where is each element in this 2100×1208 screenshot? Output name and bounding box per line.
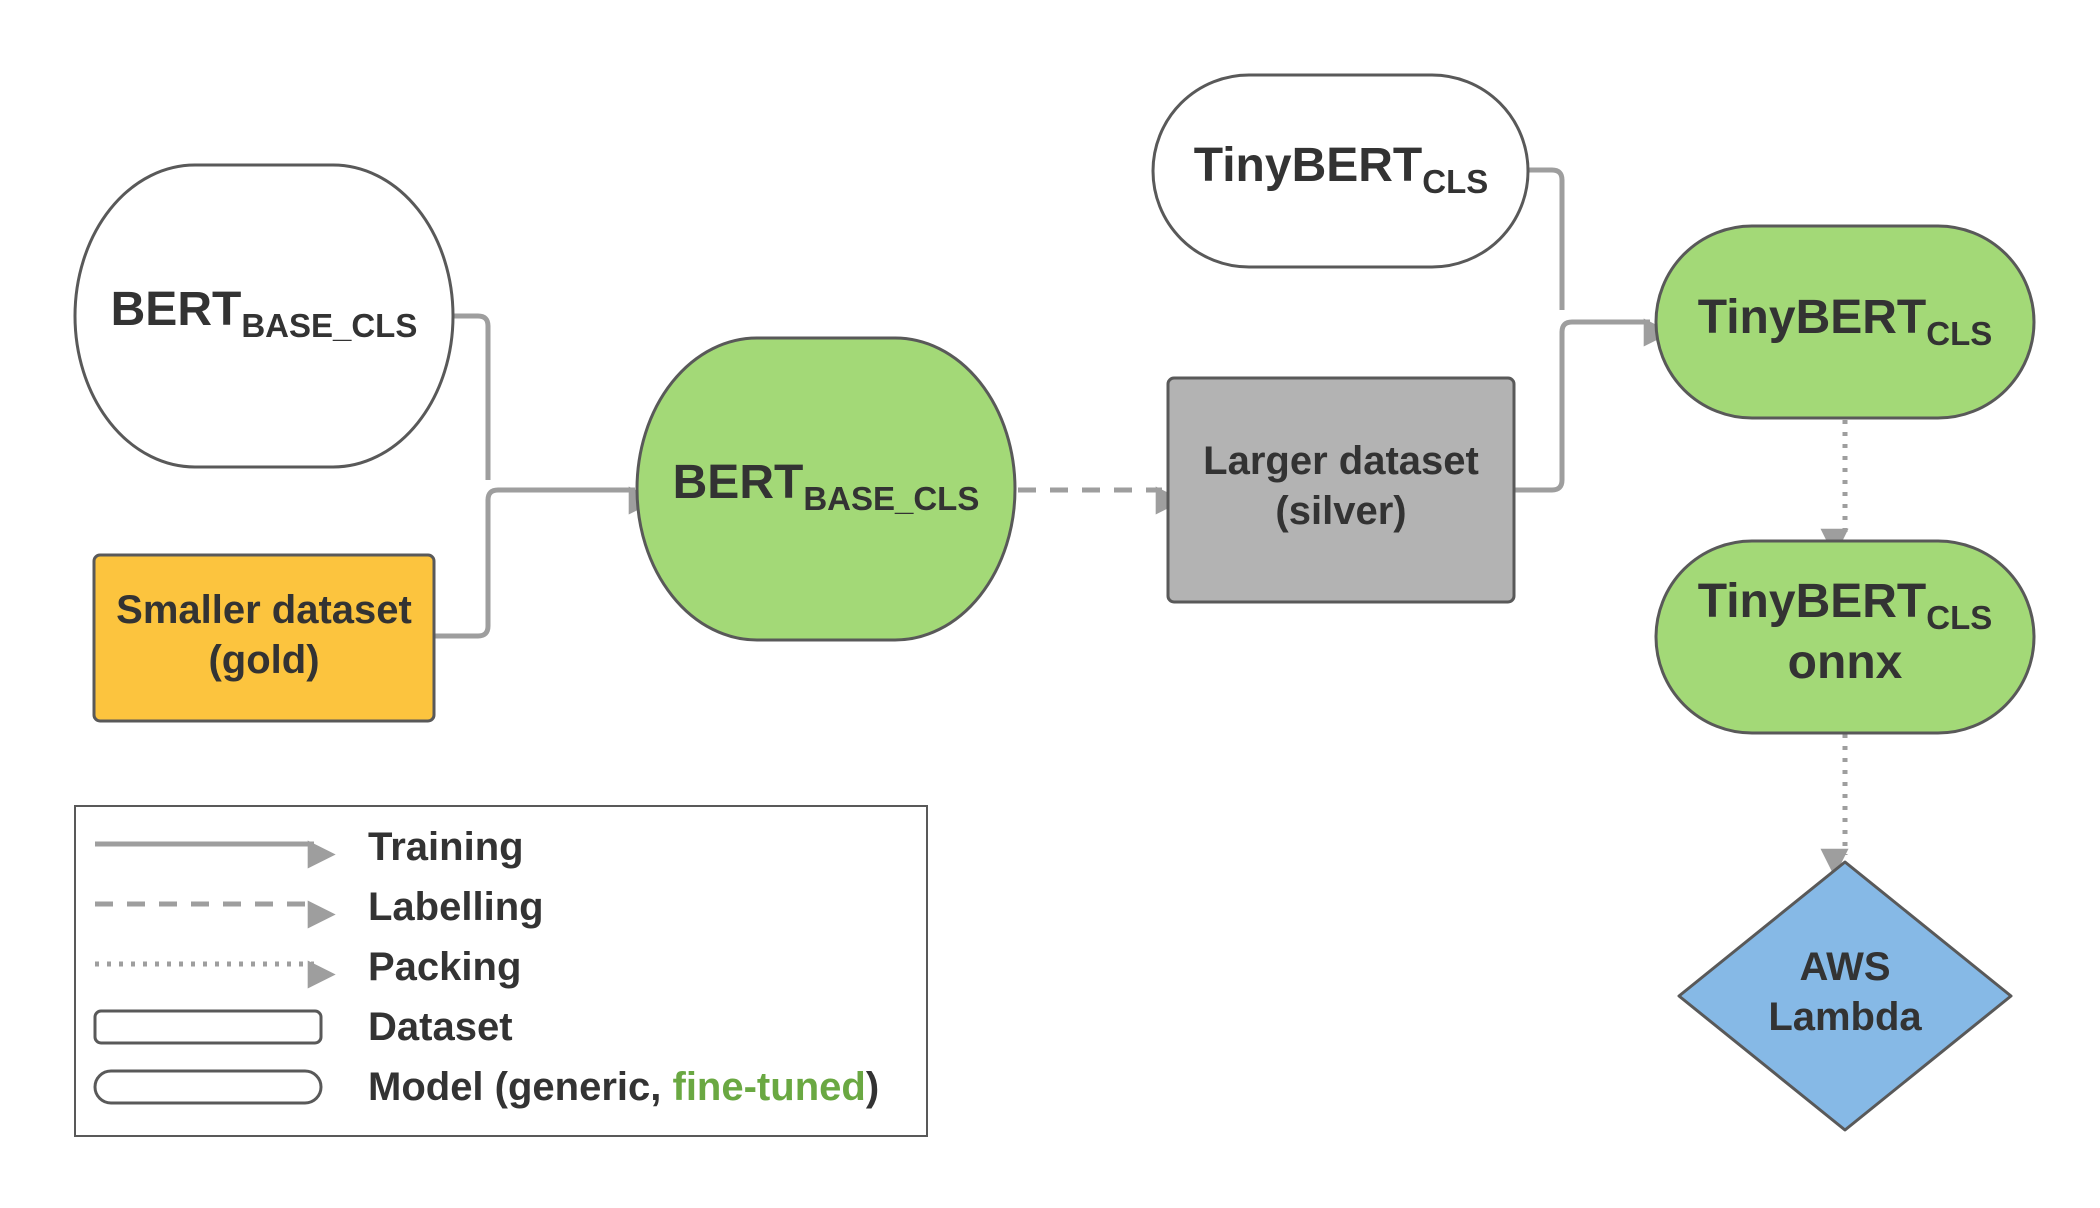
node-subscript: CLS: [1422, 163, 1488, 200]
node-subscript: CLS: [1926, 315, 1992, 352]
svg-text:TinyBERTCLS: TinyBERTCLS: [1194, 139, 1488, 200]
edge-tinybert-generic-to-merge: [1528, 167, 1565, 310]
training-arrow-to-tinybert-finetuned: [1559, 318, 1672, 347]
dataset-shape: [92, 553, 436, 723]
model-shape-icon: [93, 1069, 323, 1105]
model-shape: [73, 163, 455, 469]
legend-label: Packing: [368, 945, 521, 989]
legend-item-training: Training: [95, 825, 524, 869]
node-main-label: BERT: [673, 456, 804, 509]
training-arrow-to-bert-finetuned: [485, 486, 657, 515]
node-larger-dataset: Larger dataset (silver): [1166, 376, 1516, 604]
node-aws-lambda: AWS Lambda: [1677, 860, 2013, 1132]
legend-label: Labelling: [368, 885, 544, 929]
legend-item-labelling: Labelling: [95, 885, 544, 929]
node-tinybert-finetuned: TinyBERTCLS: [1654, 224, 2036, 420]
node-tinybert-generic: TinyBERTCLS: [1151, 73, 1530, 269]
node-line1: AWS: [1799, 945, 1890, 989]
legend-label: Training: [368, 825, 524, 869]
svg-text:BERTBASE_CLS: BERTBASE_CLS: [111, 283, 418, 344]
node-bert-generic: BERTBASE_CLS: [73, 163, 455, 469]
edges: [434, 167, 1849, 877]
node-line2: (silver): [1275, 489, 1406, 533]
node-smaller-dataset: Smaller dataset (gold): [92, 553, 436, 723]
node-main-label: TinyBERT: [1194, 139, 1422, 192]
edge-bert-generic-to-merge: [453, 313, 491, 480]
dataset-shape: [1166, 376, 1516, 604]
dataset-shape-icon: [93, 1009, 323, 1045]
svg-text:TinyBERTCLS: TinyBERTCLS: [1698, 291, 1992, 352]
legend-item-dataset: Dataset: [93, 1005, 513, 1049]
node-main-label: TinyBERT: [1698, 291, 1926, 344]
edge-larger-dataset-to-merge: [1514, 332, 1565, 493]
legend-label-finetuned: fine-tuned: [673, 1065, 866, 1109]
node-main-label: BERT: [111, 283, 242, 336]
legend: Training Labelling Packing Dataset Model…: [74, 805, 928, 1137]
node-main-label: TinyBERT: [1698, 575, 1926, 628]
legend-item-packing: Packing: [95, 945, 521, 989]
node-line2: (gold): [208, 638, 319, 682]
model-shape: [1151, 73, 1530, 269]
node-line2: Lambda: [1768, 995, 1922, 1039]
node-line2: onnx: [1788, 636, 1903, 689]
legend-item-model: Model (generic, fine-tuned): [93, 1065, 879, 1109]
legend-label-suffix: ): [866, 1065, 879, 1109]
svg-text:Model (generic, fine-tuned): Model (generic, fine-tuned): [368, 1065, 879, 1109]
node-line1: Smaller dataset: [116, 588, 412, 632]
node-bert-finetuned: BERTBASE_CLS: [635, 336, 1017, 642]
deployment-diamond: [1677, 860, 2013, 1132]
legend-label: Dataset: [368, 1005, 513, 1049]
svg-text:BERTBASE_CLS: BERTBASE_CLS: [673, 456, 980, 517]
node-subscript: BASE_CLS: [241, 307, 417, 344]
model-shape: [1654, 224, 2036, 420]
edge-smaller-dataset-to-merge: [434, 500, 491, 639]
node-tinybert-onnx: TinyBERTCLS onnx: [1654, 539, 2036, 735]
model-shape: [635, 336, 1017, 642]
node-line1: Larger dataset: [1203, 439, 1479, 483]
node-subscript: CLS: [1926, 599, 1992, 636]
model-shape: [1654, 539, 2036, 735]
node-subscript: BASE_CLS: [803, 480, 979, 517]
legend-label-prefix: Model (generic,: [368, 1065, 673, 1109]
svg-text:TinyBERTCLS: TinyBERTCLS: [1698, 575, 1992, 636]
